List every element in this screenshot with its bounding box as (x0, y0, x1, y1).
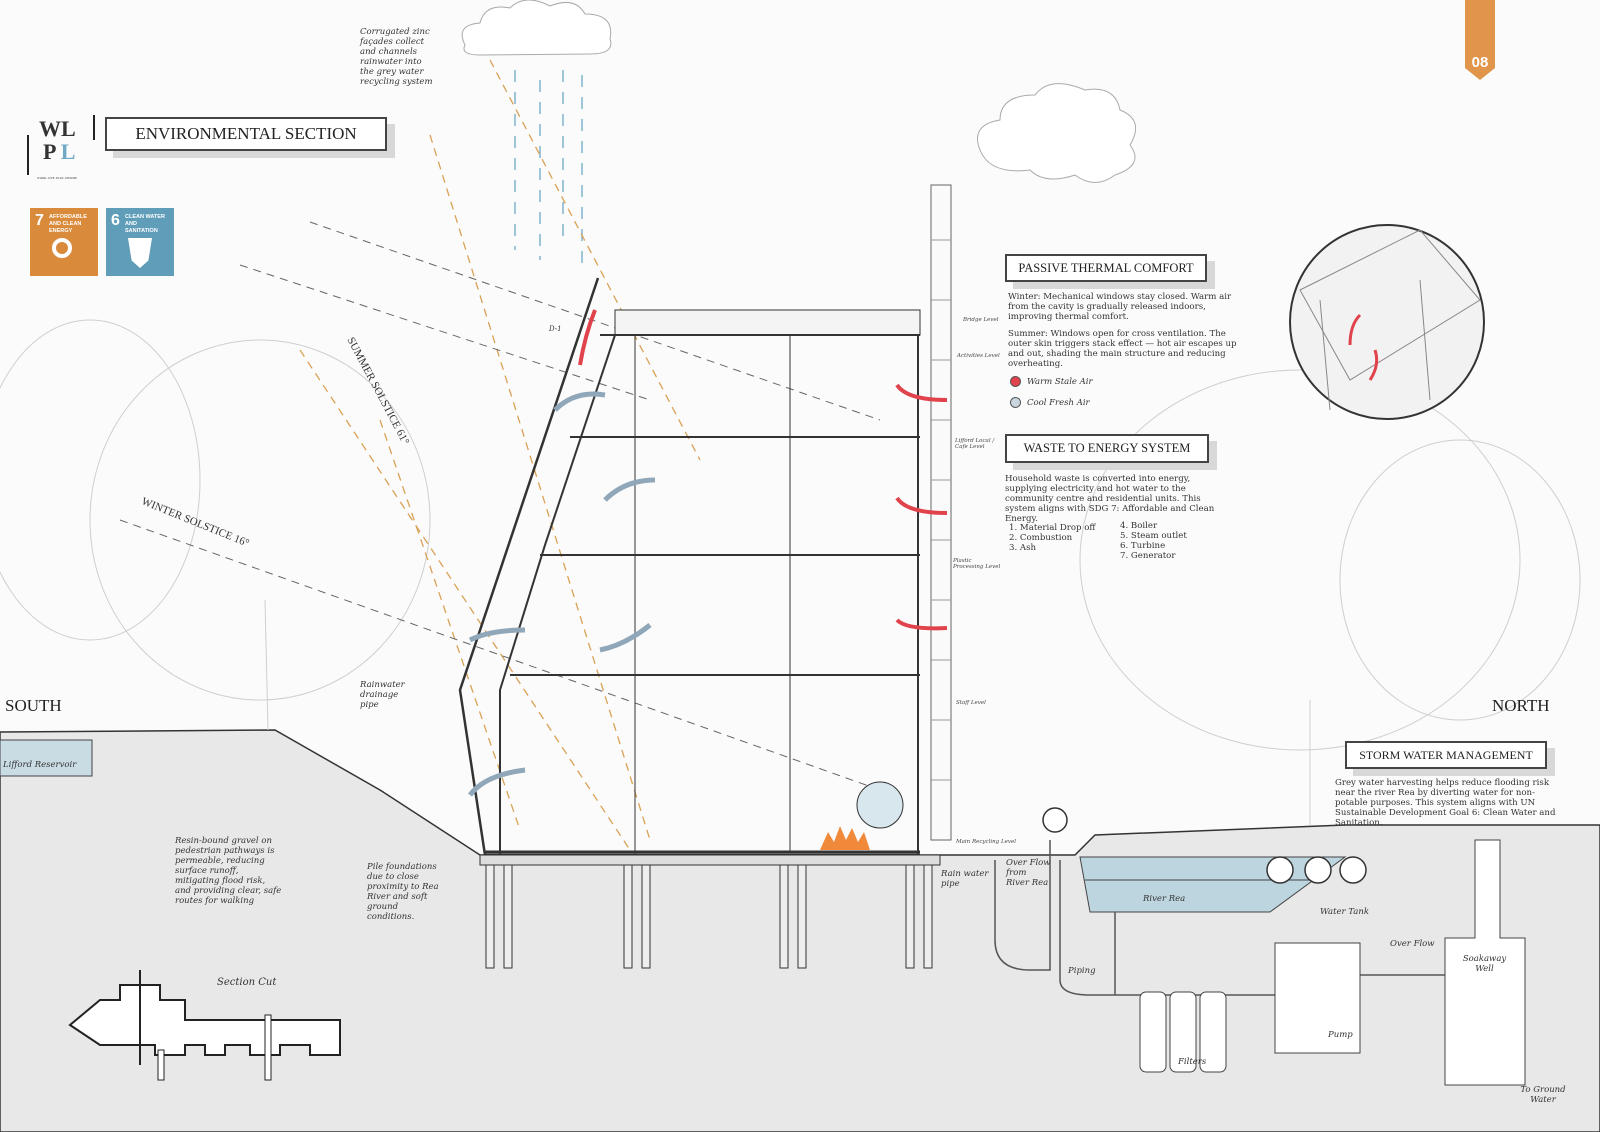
sdg-7-tile: 7 AFFORDABLE AND CLEAN ENERGY (30, 208, 98, 276)
section-cut-plan (68, 984, 341, 1056)
section-cut-label: Section Cut (217, 977, 277, 988)
step-item: 1. Material Drop off (1009, 523, 1096, 533)
logo-letter: W (39, 116, 61, 141)
page-number: 08 (1471, 54, 1489, 71)
logo-letter: L (60, 139, 76, 164)
soakaway-label: Soakaway Well (1462, 954, 1507, 974)
waste-energy-heading: WASTE TO ENERGY SYSTEM (1005, 434, 1209, 463)
heading-text: PASSIVE THERMAL COMFORT (1018, 260, 1194, 275)
logo-letter: L (61, 116, 76, 141)
page-title: ENVIRONMENTAL SECTION (105, 117, 387, 151)
water-glass-icon (128, 238, 152, 268)
step-item: 5. Steam outlet (1120, 531, 1187, 541)
storm-water-heading: STORM WATER MANAGEMENT (1345, 741, 1547, 769)
north-label: NORTH (1492, 696, 1550, 715)
piping-label: Piping (1068, 966, 1096, 976)
level-label: Activities Level (957, 353, 1000, 359)
resin-gravel-note: Resin-bound gravel on pedestrian pathway… (175, 836, 282, 906)
sdg-number: 6 (111, 212, 120, 229)
storm-water-text: Grey water harvesting helps reduce flood… (1335, 778, 1556, 828)
detail-inset (1289, 224, 1485, 420)
level-label: Staff Level (956, 700, 986, 706)
sun-power-icon (52, 238, 72, 258)
sdg-number: 7 (35, 212, 44, 229)
pile-foundations-note: Pile foundations due to close proximity … (367, 862, 439, 922)
waste-energy-text: Household waste is converted into energy… (1005, 474, 1215, 524)
river-rea-label: River Rea (1143, 894, 1186, 904)
water-tank (1274, 942, 1361, 1054)
lifford-reservoir-label: Lifford Reservoir (3, 760, 77, 770)
thermal-winter-text: Winter: Mechanical windows stay closed. … (1008, 292, 1232, 322)
over-flow-label: Over Flow (1390, 939, 1435, 949)
legend-warm-air: Warm Stale Air (1010, 376, 1093, 387)
heading-text: WASTE TO ENERGY SYSTEM (1023, 441, 1191, 455)
logo: WL P L WORK. LIVE. PLAY. LEISURE (25, 115, 100, 180)
rain-cloud (461, 0, 612, 56)
passive-thermal-heading: PASSIVE THERMAL COMFORT (1005, 254, 1207, 282)
sdg-label: AFFORDABLE AND CLEAN ENERGY (49, 214, 87, 234)
thermal-summer-text: Summer: Windows open for cross ventilati… (1008, 329, 1237, 369)
level-label: Main Recycling Level (956, 839, 1016, 845)
level-label: Lifford Local / Cafe Level (955, 438, 995, 450)
step-item: 7. Generator (1120, 551, 1176, 561)
detail-ref-label: D-1 (549, 325, 562, 333)
to-ground-water-label: To Ground Water (1520, 1085, 1566, 1105)
waste-steps-left: 1. Material Drop off 2. Combustion 3. As… (1009, 523, 1096, 553)
step-item: 3. Ash (1009, 543, 1037, 553)
rainwater-drainage-note: Rainwater drainage pipe (360, 680, 405, 710)
pump-label: Pump (1328, 1030, 1353, 1040)
step-item: 6. Turbine (1120, 541, 1166, 551)
logo-tagline: WORK. LIVE. PLAY. LEISURE (37, 176, 78, 180)
step-item: 4. Boiler (1120, 521, 1158, 531)
level-label: Bridge Level (963, 317, 999, 323)
step-item: 2. Combustion (1009, 533, 1073, 543)
logo-letter: P (43, 139, 56, 164)
sdg-label: CLEAN WATER AND SANITATION (125, 214, 165, 234)
warm-air-swatch (1010, 376, 1021, 387)
page-number-tab: 08 (1465, 0, 1495, 80)
overflow-river-label: Over Flow from River Rea (1006, 858, 1051, 888)
filters-label: Filters (1178, 1057, 1207, 1067)
zinc-facade-note: Corrugated zinc façades collect and chan… (360, 27, 433, 87)
soakaway-well (1444, 839, 1526, 1086)
legend-cool-air: Cool Fresh Air (1010, 397, 1090, 408)
legend-label: Cool Fresh Air (1027, 398, 1090, 408)
smoke-cloud (977, 83, 1137, 183)
waste-steps-right: 4. Boiler 5. Steam outlet 6. Turbine 7. … (1120, 521, 1187, 561)
building-section (458, 277, 921, 857)
rain-water-pipe-label: Rain water pipe (941, 869, 989, 889)
water-tank-label: Water Tank (1320, 907, 1369, 917)
sdg-6-tile: 6 CLEAN WATER AND SANITATION (106, 208, 174, 276)
cool-air-swatch (1010, 397, 1021, 408)
level-label: Plastic Processing Level (953, 558, 1001, 570)
reservoir (0, 739, 93, 777)
south-label: SOUTH (5, 696, 62, 715)
page-title-text: ENVIRONMENTAL SECTION (135, 124, 357, 143)
heading-text: STORM WATER MANAGEMENT (1359, 747, 1533, 762)
legend-label: Warm Stale Air (1027, 377, 1093, 387)
